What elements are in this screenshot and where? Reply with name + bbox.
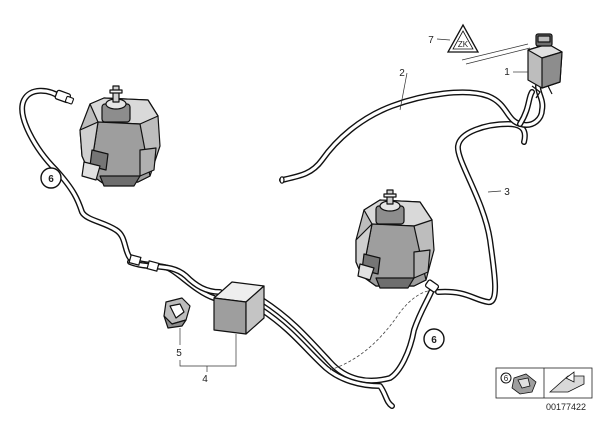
circled-ref-left: 6 xyxy=(40,167,62,189)
hose-3 xyxy=(435,121,528,305)
left-vacuum-hose xyxy=(19,87,223,301)
pressure-converter xyxy=(527,33,563,99)
callout-5: 5 xyxy=(176,348,182,359)
left-hose-nozzle xyxy=(54,89,75,105)
callout-4: 4 xyxy=(202,374,208,385)
circled-ref-right-text: 6 xyxy=(431,335,437,346)
drawing-number: 00177422 xyxy=(546,402,586,412)
hose-2 xyxy=(279,83,546,183)
hose-clip xyxy=(163,297,191,329)
callout-2: 2 xyxy=(399,68,405,79)
center-vacuum-lines xyxy=(259,287,435,409)
legend-ref-text: 6 xyxy=(504,374,509,383)
dashed-route-line xyxy=(329,289,433,371)
callout-1: 1 xyxy=(504,67,510,78)
callout-7: 7 xyxy=(428,35,434,46)
hose-2-open-end xyxy=(279,176,285,184)
leader-lines xyxy=(179,38,531,372)
vacuum-valve-block xyxy=(213,281,265,335)
left-engine-mount xyxy=(79,85,161,187)
legend-box: 6 00177422 xyxy=(495,367,593,412)
circled-ref-left-text: 6 xyxy=(48,174,54,185)
warning-triangle-icon: ZK xyxy=(446,23,480,53)
right-engine-mount xyxy=(355,189,435,289)
left-hose-connector xyxy=(128,254,160,272)
callout-3: 3 xyxy=(504,187,510,198)
legend-arrow-icon xyxy=(548,371,585,393)
warning-symbol-text: ZK xyxy=(458,40,469,49)
legend-clip-icon xyxy=(511,373,537,395)
circled-ref-right: 6 xyxy=(423,328,445,350)
